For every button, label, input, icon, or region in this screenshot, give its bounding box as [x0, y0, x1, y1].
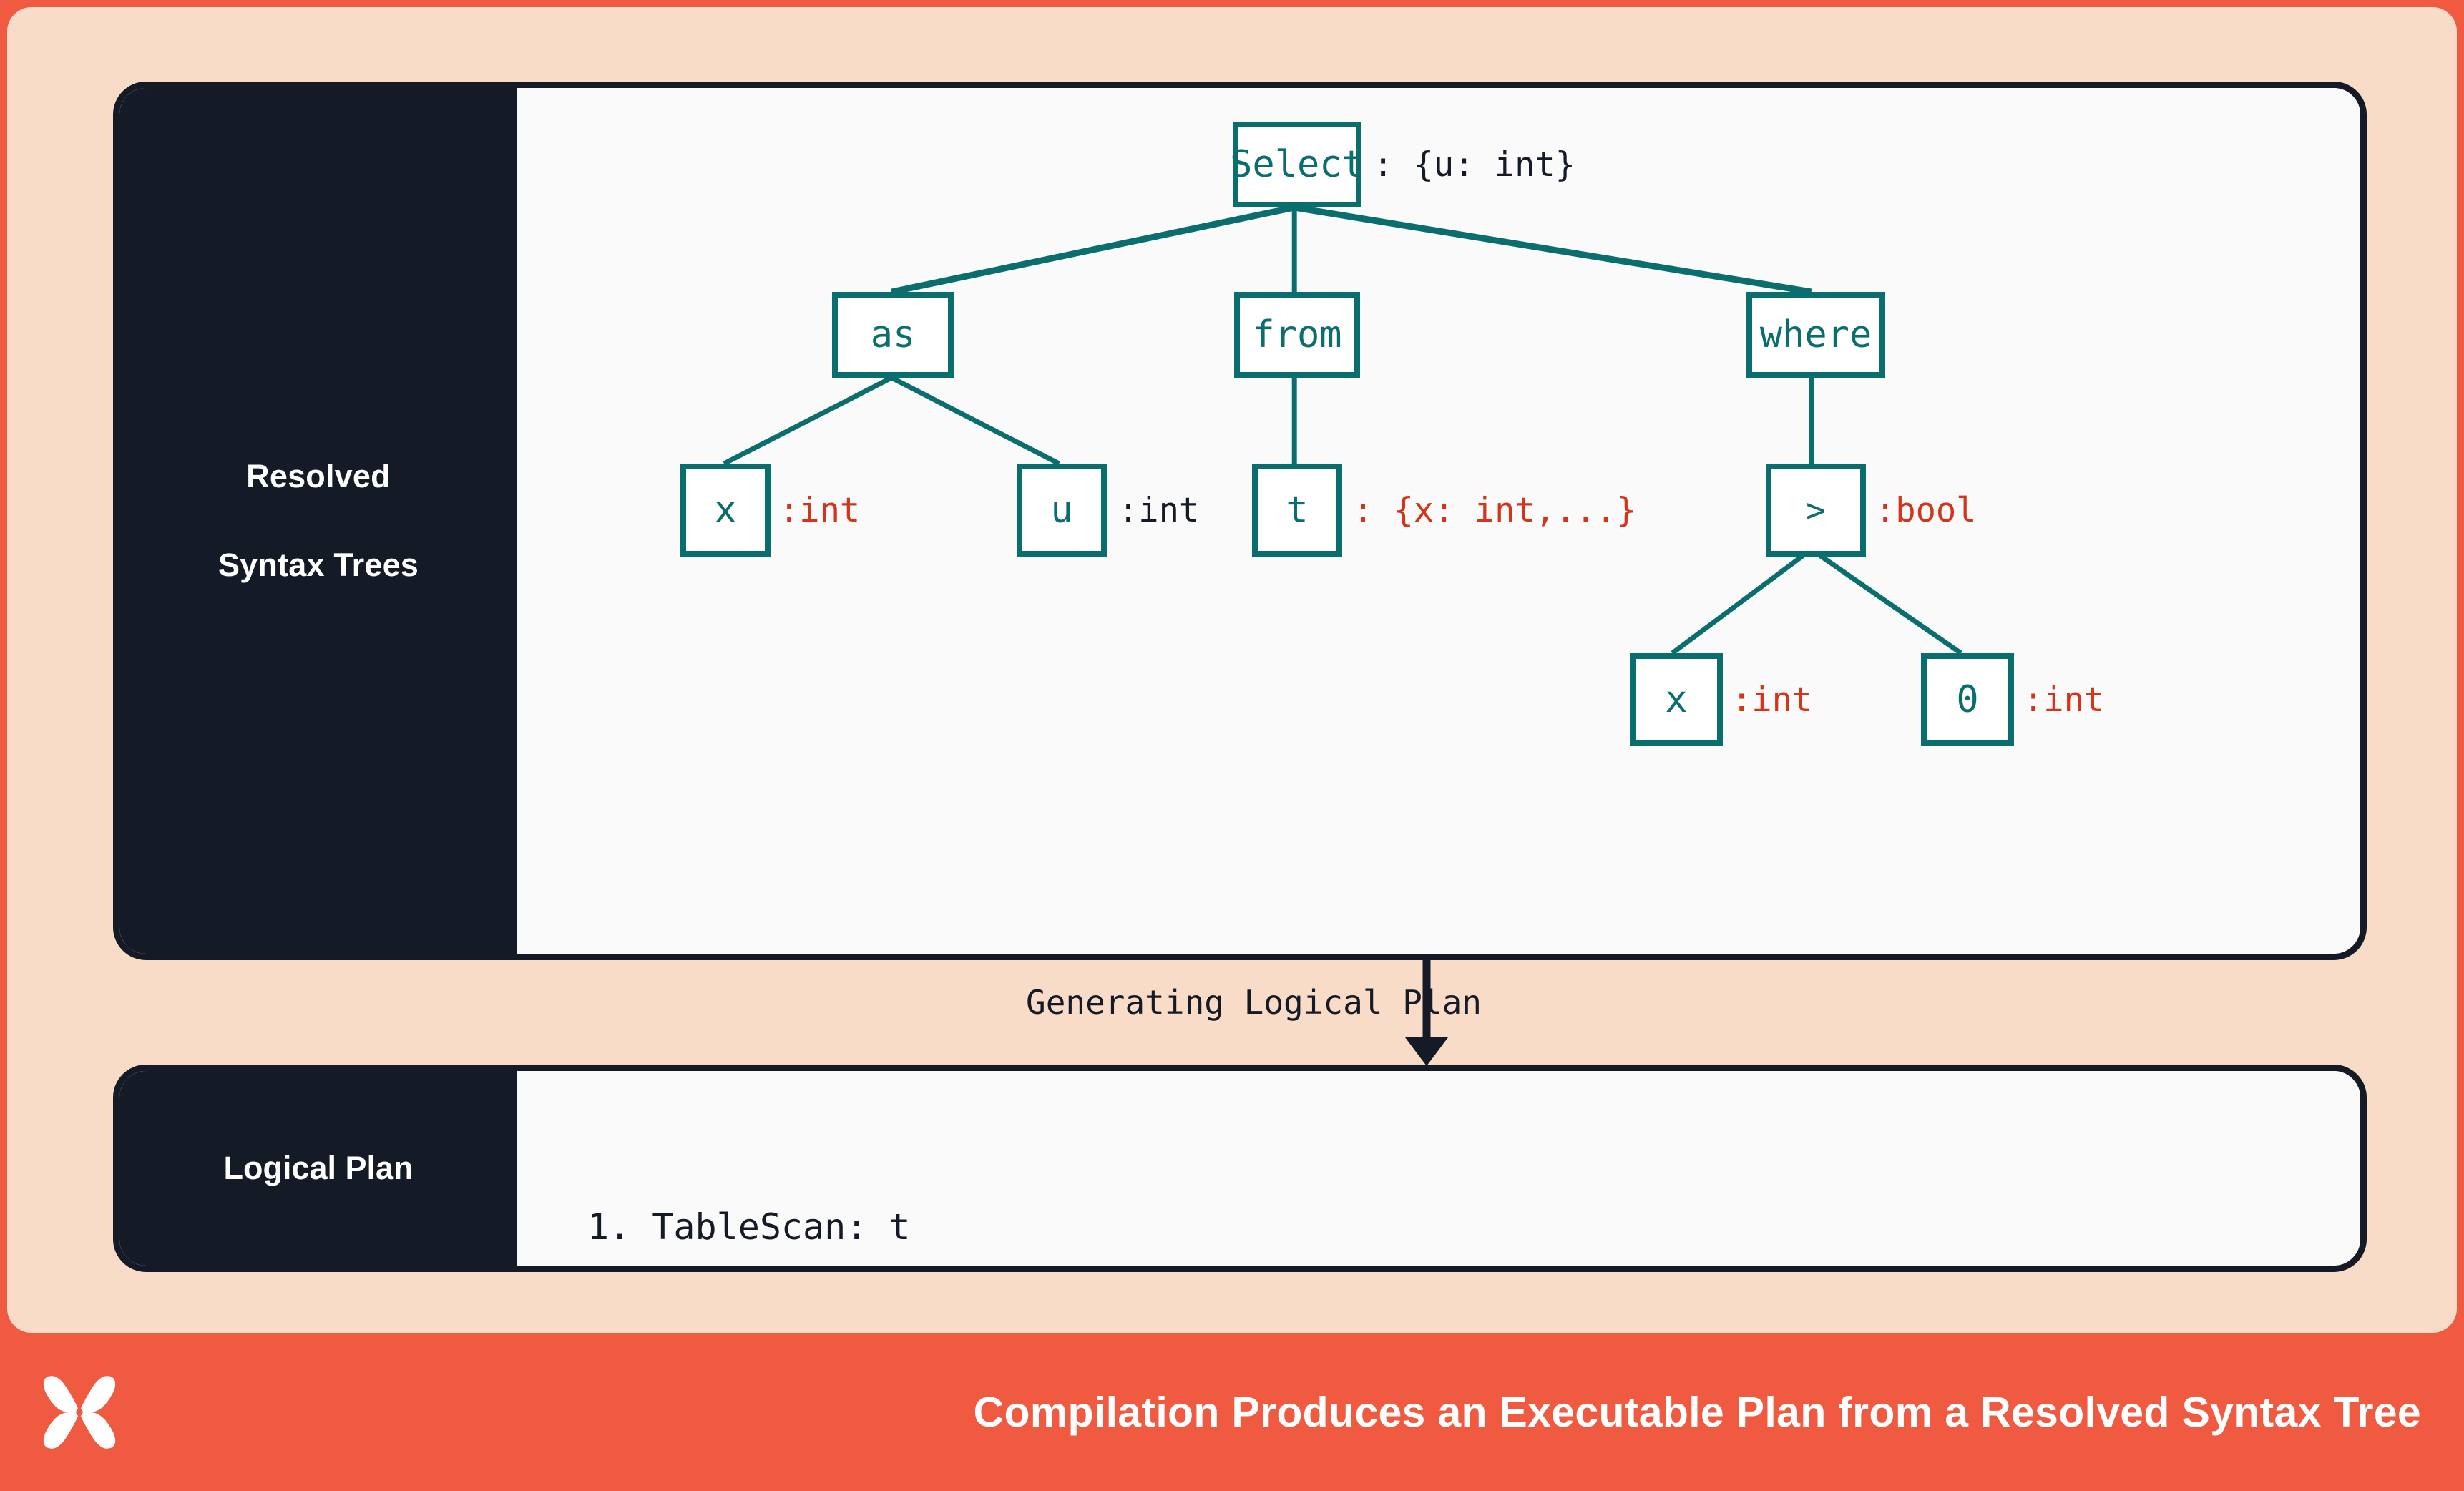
logical-plan-panel: Logical Plan 1. TableScan: t 2. Filter: …: [113, 1065, 2367, 1272]
tree-node-greater-than-text: >: [1806, 491, 1826, 529]
resolved-syntax-trees-panel: Resolved Syntax Trees: [113, 82, 2367, 960]
tree-node-as-u-text: u: [1050, 489, 1073, 532]
logical-plan-step-list: 1. TableScan: t 2. Filter: t.x > 0 3. Pr…: [517, 1071, 2360, 1266]
list-item: 1. TableScan: t: [587, 1206, 911, 1248]
logical-plan-label: Logical Plan: [119, 1071, 517, 1266]
down-arrow-icon: [1405, 960, 1448, 1066]
resolved-syntax-trees-label: Resolved Syntax Trees: [119, 88, 517, 954]
tree-node-as[interactable]: as: [832, 292, 954, 378]
tree-node-gt-zero-text: 0: [1956, 678, 1979, 721]
tree-annotation-gt-zero: :int: [2023, 680, 2105, 720]
butterfly-x-logo-icon: [43, 1376, 116, 1449]
logical-plan-label-text: Logical Plan: [223, 1149, 414, 1186]
footer-bar: Compilation Produces an Executable Plan …: [0, 1333, 2464, 1491]
tree-annotation-as-u: :int: [1118, 490, 1200, 530]
tree-node-gt-x[interactable]: x: [1630, 653, 1723, 746]
tree-edges: [723, 204, 1962, 655]
tree-node-as-x-text: x: [714, 489, 737, 532]
rst-label-line2: Syntax Trees: [217, 547, 419, 584]
tree-node-from-t-text: t: [1286, 489, 1309, 532]
tree-node-from[interactable]: from: [1234, 292, 1360, 378]
tree-annotation-select: : {u: int}: [1373, 145, 1575, 185]
poster-canvas: Resolved Syntax Trees: [7, 7, 2457, 1333]
tree-node-gt-x-text: x: [1665, 678, 1688, 721]
syntax-tree: Select : {u: int} as from where: [517, 88, 2360, 954]
tree-annotation-greater-than: :bool: [1875, 490, 1977, 530]
tree-node-as-u[interactable]: u: [1017, 464, 1107, 557]
flow-connector: Generating Logical Plan: [113, 960, 2367, 1066]
tree-node-select-text: Select: [1230, 143, 1364, 186]
rst-label-line1: Resolved: [246, 457, 391, 494]
tree-node-from-text: from: [1252, 313, 1342, 356]
tree-node-from-t[interactable]: t: [1252, 464, 1342, 557]
tree-node-select[interactable]: Select: [1230, 122, 1364, 207]
tree-annotation-gt-x: :int: [1731, 680, 1813, 720]
tree-node-gt-zero[interactable]: 0: [1921, 653, 2014, 746]
logical-plan-body: 1. TableScan: t 2. Filter: t.x > 0 3. Pr…: [517, 1071, 2360, 1266]
tree-node-greater-than[interactable]: >: [1766, 464, 1866, 557]
tree-node-as-text: as: [870, 313, 916, 356]
tree-annotation-from-t: : {x: int,...}: [1353, 490, 1637, 530]
tree-node-as-x[interactable]: x: [680, 464, 771, 557]
tree-node-where[interactable]: where: [1746, 292, 1885, 378]
flow-arrow-label: Generating Logical Plan: [1026, 983, 1482, 1022]
tree-annotation-as-x: :int: [779, 490, 861, 530]
tree-node-where-text: where: [1759, 313, 1872, 356]
footer-caption: Compilation Produces an Executable Plan …: [973, 1388, 2421, 1436]
resolved-syntax-trees-body: Select : {u: int} as from where: [517, 88, 2360, 954]
